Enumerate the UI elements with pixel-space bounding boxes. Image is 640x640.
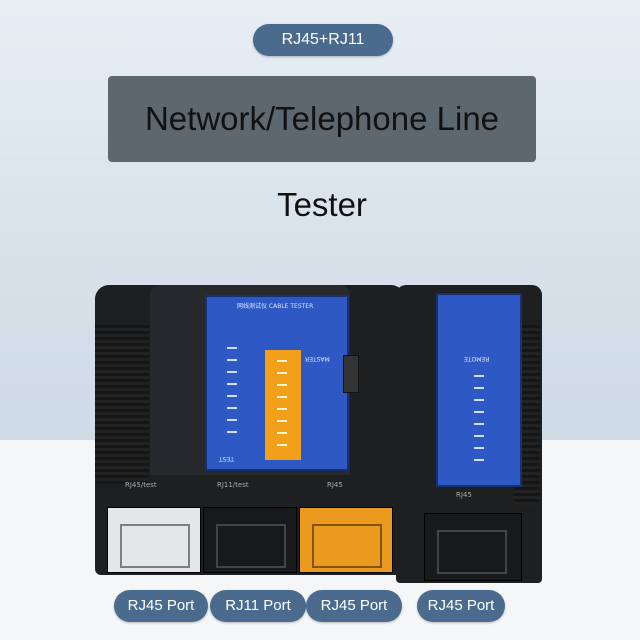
rj45-test-port[interactable] [107,507,201,573]
remote-port-label: RJ45 [456,491,472,499]
led-indicator [227,407,237,409]
port-label-rj45: RJ45 [327,481,343,489]
port-socket [120,524,190,568]
led-indicator [277,420,287,422]
port-socket [437,530,507,574]
led-indicator [277,444,287,446]
led-indicator [474,375,484,377]
rj45-port[interactable] [299,507,393,573]
power-switch[interactable] [343,355,359,393]
test-label: TEST [219,455,234,462]
led-indicator [277,396,287,398]
led-indicator [474,447,484,449]
led-indicator [277,408,287,410]
master-grip [95,325,149,485]
led-indicator [474,411,484,413]
led-indicator [227,383,237,385]
led-indicator [277,432,287,434]
rj11-test-port[interactable] [203,507,297,573]
master-indicator-bar [265,350,301,460]
caption-rj11-port: RJ11 Port [210,590,306,622]
led-indicator [474,423,484,425]
led-indicator [474,459,484,461]
led-indicator [277,372,287,374]
master-ports [107,507,397,573]
led-indicator [474,399,484,401]
led-indicator [277,384,287,386]
caption-rj45-port-1: RJ45 Port [114,590,208,622]
connector-badge: RJ45+RJ11 [253,24,393,56]
master-label: MASTER [305,355,330,362]
led-indicator [474,435,484,437]
port-socket [312,524,382,568]
led-indicator [227,431,237,433]
led-indicator [227,395,237,397]
caption-rj45-port-2: RJ45 Port [306,590,402,622]
port-socket [216,524,286,568]
led-indicator [277,360,287,362]
master-tester-unit: 网线测试仪 CABLE TESTER MASTER TEST RJ45/test… [95,285,405,575]
led-indicator [227,371,237,373]
port-label-rj45-test: RJ45/test [125,481,157,489]
panel-mini-title: 网线测试仪 CABLE TESTER [237,303,314,310]
led-indicator [227,419,237,421]
product-title-banner: Network/Telephone Line Tester [108,76,536,223]
remote-led-panel: REMOTE [436,293,522,487]
caption-rj45-port-remote: RJ45 Port [417,590,505,622]
led-indicator [227,359,237,361]
led-indicator [474,387,484,389]
port-label-rj11-test: RJ11/test [217,481,249,489]
led-indicator [227,347,237,349]
remote-tester-unit: REMOTE RJ45 [396,285,542,583]
remote-label: REMOTE [464,355,490,362]
remote-rj45-port[interactable] [424,513,522,581]
